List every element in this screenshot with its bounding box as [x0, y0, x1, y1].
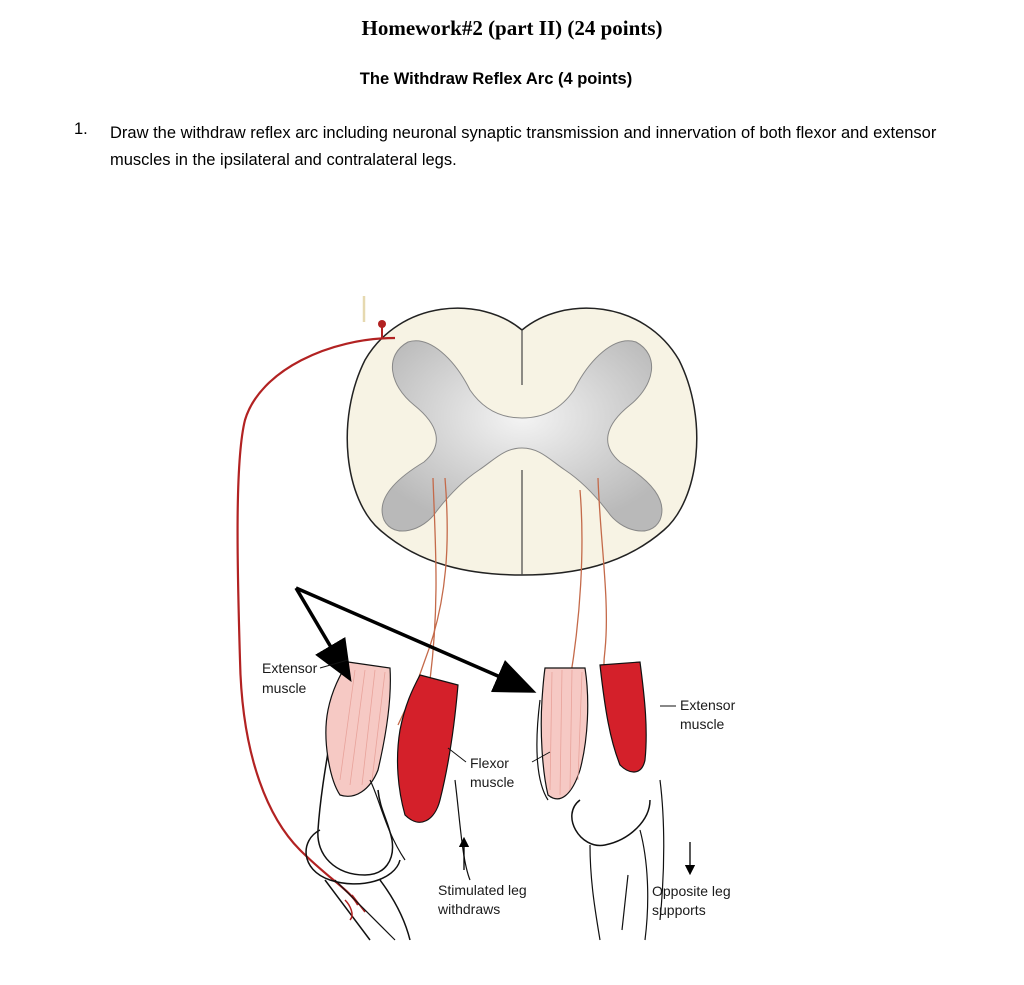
question-text: Draw the withdraw reflex arc including n… — [110, 124, 937, 169]
right-extensor-muscle — [540, 667, 589, 800]
extensor-left-leader — [319, 659, 349, 669]
label-flexor-1: Flexor — [470, 755, 509, 771]
sensory-nerve-fiber — [236, 336, 396, 906]
label-stimulated-2: withdraws — [437, 901, 500, 917]
flexor-leader-right — [531, 751, 551, 763]
label-extensor-left-2: muscle — [262, 680, 307, 696]
question-number: 1. — [74, 120, 88, 138]
right-extensor-fibers — [549, 669, 583, 796]
right-lower-leg-outline — [589, 779, 665, 941]
skin-line-left — [334, 879, 396, 941]
arrow-to-left-extensor — [294, 587, 352, 683]
left-extensor-muscle — [325, 661, 391, 797]
label-opposite-1: Opposite leg — [652, 883, 731, 899]
left-flexor-muscle — [396, 674, 459, 823]
label-extensor-right-2: muscle — [680, 716, 725, 732]
label-extensor-right-1: Extensor — [680, 697, 736, 713]
left-tibia-outline — [324, 879, 411, 941]
arrow-to-right-extensor — [295, 586, 537, 693]
page-title: Homework#2 (part II) (24 points) — [361, 16, 663, 40]
left-leg — [305, 661, 471, 941]
flexor-leader-left — [447, 747, 467, 763]
label-stimulated-1: Stimulated leg — [438, 882, 527, 898]
label-opposite-2: supports — [652, 902, 706, 918]
section-title: The Withdraw Reflex Arc (4 points) — [359, 70, 633, 88]
label-flexor-2: muscle — [470, 774, 515, 790]
skin-line-right — [621, 874, 629, 931]
right-flexor-muscle — [599, 661, 647, 773]
right-knee-joint — [571, 799, 651, 847]
spinal-cord-gray-matter — [381, 340, 663, 532]
left-knee-joint — [305, 829, 401, 885]
right-leg — [536, 661, 665, 941]
label-extensor-left-1: Extensor — [262, 660, 318, 676]
dorsal-root-ganglion — [378, 320, 386, 328]
right-thigh-outline — [536, 699, 549, 801]
left-extensor-fibers — [339, 669, 386, 786]
